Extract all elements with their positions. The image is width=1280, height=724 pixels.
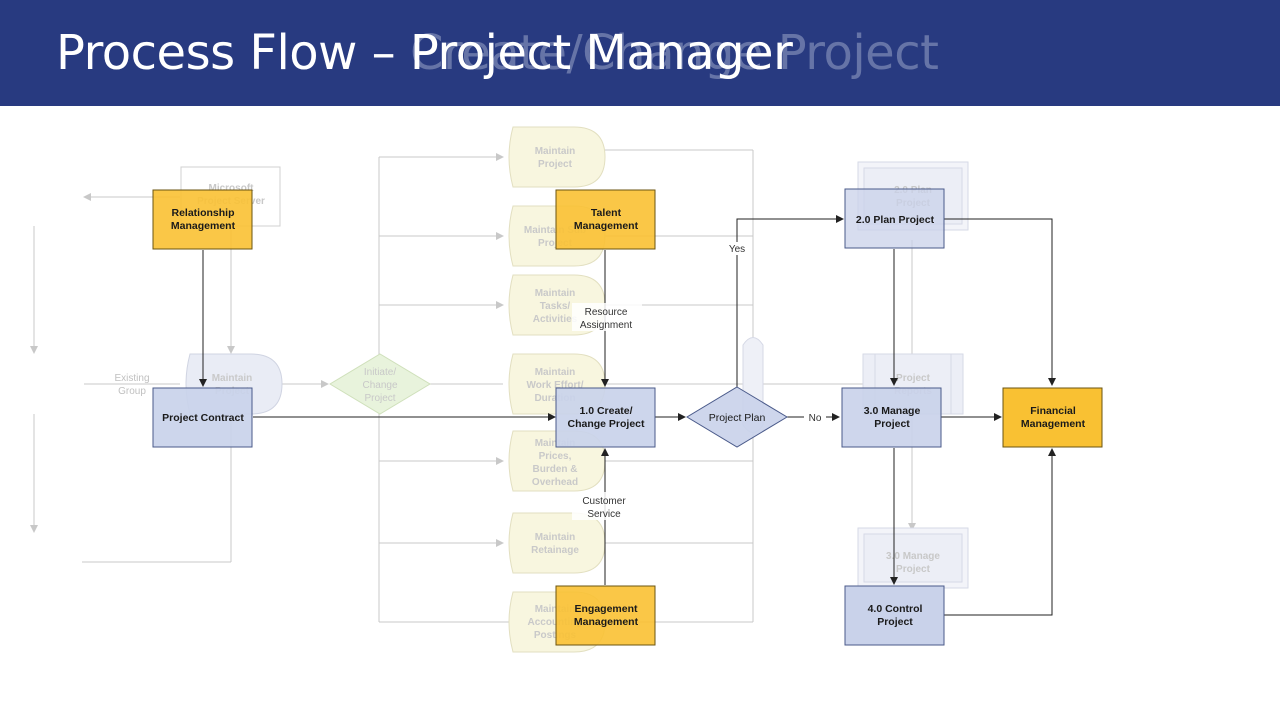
ghost-slide-title: Create/Change Project <box>410 25 939 81</box>
slide-header: Create/Change Project Process Flow – Pro… <box>0 0 1280 106</box>
node-label: 1.0 Create/Change Project <box>567 405 645 430</box>
edge-label-no: No <box>809 413 822 424</box>
edge-label-yes: Yes <box>729 244 745 255</box>
node-label: Project Plan <box>709 412 766 424</box>
node-label: Project Contract <box>162 412 244 424</box>
slide-title: Process Flow – Project Manager <box>56 25 793 81</box>
node-project-plan: Project Plan <box>686 386 788 448</box>
node-label: 2.0 Plan Project <box>856 214 935 226</box>
process-flow-diagram: MicrosoftProject Server MaintainProject … <box>0 106 1280 720</box>
node-project-contract: Project Contract <box>152 387 253 448</box>
node-create-change-project: 1.0 Create/Change Project <box>555 387 656 448</box>
node-plan-project: 2.0 Plan Project <box>844 188 945 249</box>
